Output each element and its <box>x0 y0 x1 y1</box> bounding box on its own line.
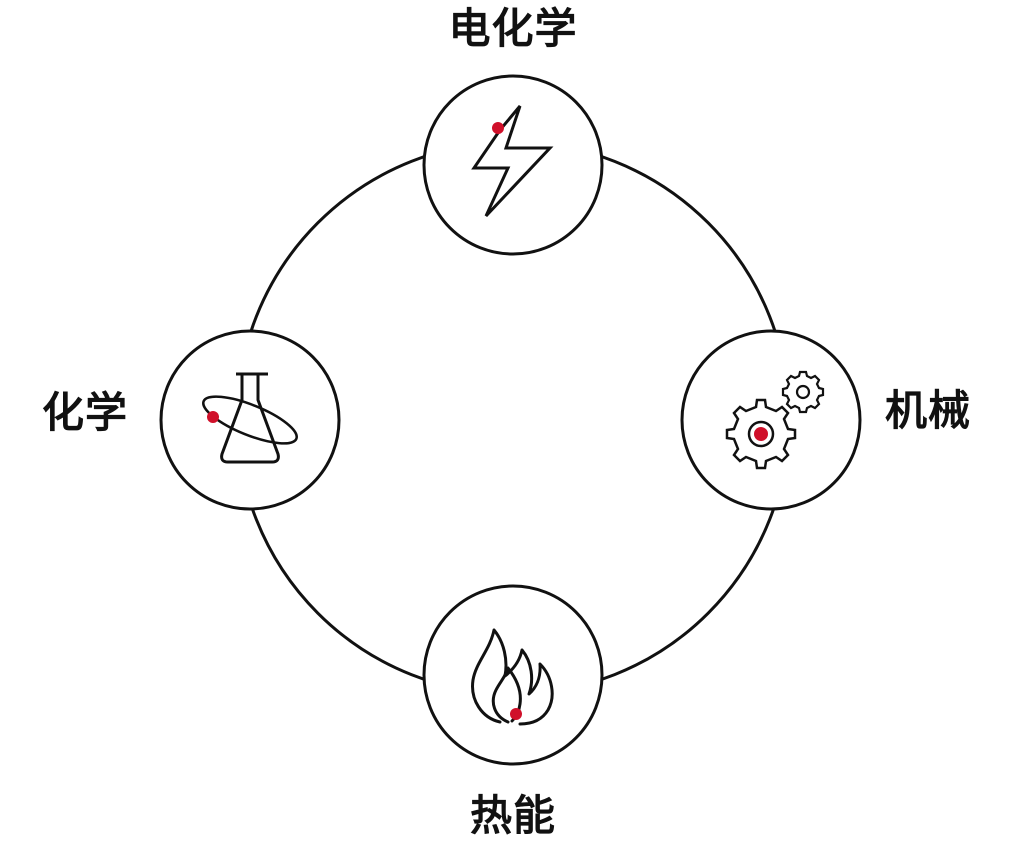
node-top-circle <box>422 74 604 256</box>
node-right <box>680 329 862 511</box>
label-mechanical: 机械 <box>885 386 972 435</box>
accent-dot-left <box>207 411 219 423</box>
lightning-icon <box>471 105 554 218</box>
accent-dot-top <box>492 122 504 134</box>
gear-center-ring <box>747 420 775 448</box>
node-left-circle <box>159 329 341 511</box>
outer-flame <box>471 628 554 726</box>
orbit-ring <box>202 395 298 445</box>
accent-dot-bottom <box>510 708 522 720</box>
small-gear <box>781 370 825 414</box>
flask-icon <box>202 372 298 464</box>
gears-icon <box>725 370 825 470</box>
node-bottom <box>422 584 604 766</box>
label-electrochemistry: 电化学 <box>448 4 578 53</box>
label-thermal: 热能 <box>469 791 557 840</box>
flame-icon <box>471 628 554 726</box>
accent-dot-right <box>754 427 768 441</box>
label-chemistry: 化学 <box>42 388 129 437</box>
node-top <box>422 74 604 256</box>
node-right-circle <box>680 329 862 511</box>
large-gear <box>725 398 797 470</box>
node-left <box>159 329 341 511</box>
